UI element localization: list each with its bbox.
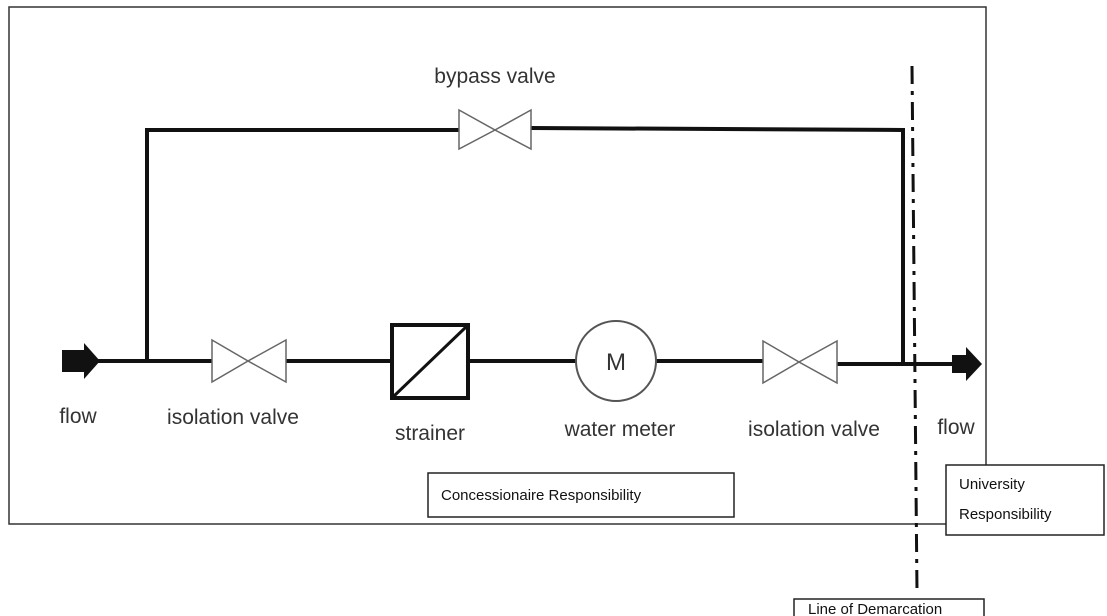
bypass-valve-label: bypass valve	[434, 65, 555, 88]
bypass-pipe-left	[145, 128, 459, 361]
isolation-valve-left-label: isolation valve	[167, 406, 299, 429]
strainer-icon	[390, 323, 470, 400]
diagram-frame	[8, 6, 987, 525]
strainer-label: strainer	[395, 422, 465, 445]
demarcation-box: Line of Demarcation	[793, 598, 985, 616]
flow-in-label: flow	[59, 405, 97, 428]
pipework	[98, 126, 955, 366]
concessionaire-label: Concessionaire Responsibility	[441, 487, 642, 504]
water-meter-label: water meter	[564, 418, 676, 441]
demarcation-label: Line of Demarcation	[808, 601, 942, 616]
bypass-pipe-right	[530, 126, 905, 364]
university-label-line2: Responsibility	[959, 506, 1052, 523]
meter-symbol: M	[606, 349, 626, 376]
isolation-valve-right-icon	[762, 339, 838, 385]
university-box: University Responsibility	[945, 464, 1105, 536]
water-meter-icon: M	[575, 320, 657, 402]
isolation-valve-right-label: isolation valve	[748, 418, 880, 441]
flow-out-label: flow	[937, 416, 975, 439]
demarcation-line	[910, 65, 919, 593]
concessionaire-box: Concessionaire Responsibility	[427, 472, 735, 518]
flow-in-arrow-icon	[62, 343, 100, 379]
isolation-valve-left-icon	[211, 338, 287, 384]
university-label-line1: University	[959, 476, 1025, 493]
flow-out-arrow-icon	[952, 347, 982, 381]
bypass-valve-icon	[458, 108, 532, 151]
